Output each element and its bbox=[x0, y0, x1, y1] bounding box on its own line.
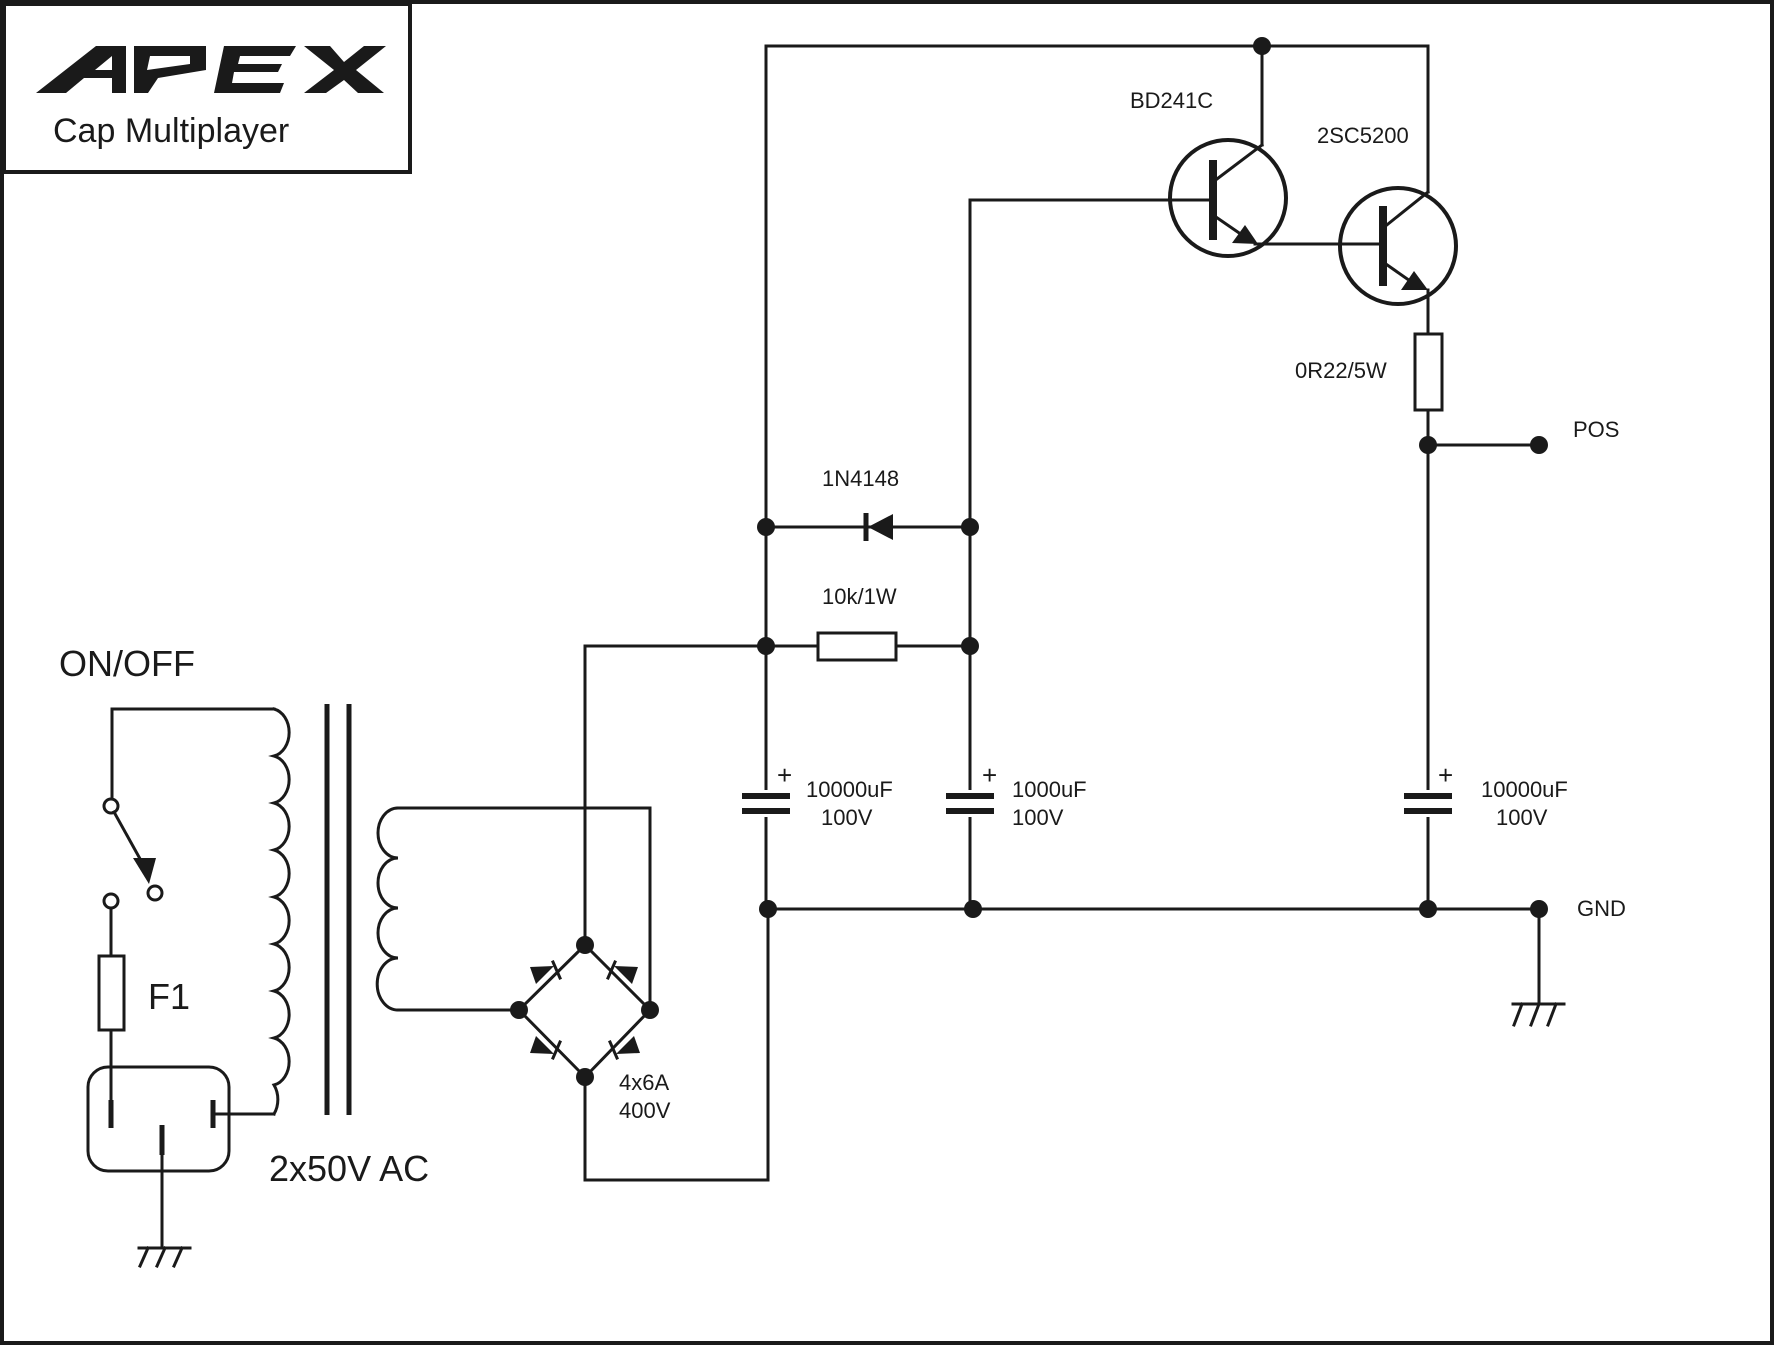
junction-dots bbox=[757, 37, 1548, 918]
power-switch bbox=[102, 797, 164, 910]
gnd-output-label: GND bbox=[1577, 896, 1626, 921]
c1-voltage: 100V bbox=[821, 805, 873, 830]
transistor-bd241c bbox=[1168, 44, 1302, 258]
switch-label: ON/OFF bbox=[59, 643, 195, 684]
transistor-2sc5200 bbox=[1298, 175, 1458, 336]
c3-plus: + bbox=[1438, 760, 1453, 790]
c1-plus: + bbox=[777, 760, 792, 790]
earth-ground-icon bbox=[137, 1246, 192, 1268]
capacitor-c3 bbox=[1404, 790, 1452, 817]
title-block: Cap Multiplayer bbox=[2, 2, 412, 174]
diode-1n4148 bbox=[764, 513, 972, 541]
c2-plus: + bbox=[982, 760, 997, 790]
q1-label: BD241C bbox=[1130, 88, 1213, 113]
output-ground-icon bbox=[1511, 907, 1566, 1027]
c3-voltage: 100V bbox=[1496, 805, 1548, 830]
resistor-label: 10k/1W bbox=[822, 584, 897, 609]
c2-value: 1000uF bbox=[1012, 777, 1087, 802]
bridge-rating-line1: 4x6A bbox=[619, 1070, 669, 1095]
mains-section: ON/OFF F1 bbox=[59, 643, 276, 1268]
diode-label: 1N4148 bbox=[822, 466, 899, 491]
gnd-terminal bbox=[1530, 900, 1548, 918]
pos-terminal bbox=[1530, 436, 1548, 454]
transformer bbox=[268, 704, 400, 1117]
fuse-f1 bbox=[97, 906, 126, 1069]
apex-logo bbox=[36, 46, 386, 93]
emitter-resistor-label: 0R22/5W bbox=[1295, 358, 1387, 383]
diagram-title: Cap Multiplayer bbox=[53, 112, 289, 150]
c3-value: 10000uF bbox=[1481, 777, 1568, 802]
q2-label: 2SC5200 bbox=[1317, 123, 1409, 148]
capacitor-c2 bbox=[946, 790, 994, 817]
capacitor-c1 bbox=[742, 790, 790, 817]
transformer-label: 2x50V AC bbox=[269, 1148, 429, 1189]
resistor-0r22 bbox=[1413, 332, 1541, 911]
c2-voltage: 100V bbox=[1012, 805, 1064, 830]
c1-value: 10000uF bbox=[806, 777, 893, 802]
resistor-10k bbox=[764, 631, 972, 662]
fuse-label: F1 bbox=[148, 976, 190, 1017]
bridge-rectifier bbox=[510, 936, 659, 1086]
mains-socket bbox=[86, 1065, 276, 1250]
bridge-rating-line2: 400V bbox=[619, 1098, 671, 1123]
pos-output-label: POS bbox=[1573, 417, 1619, 442]
